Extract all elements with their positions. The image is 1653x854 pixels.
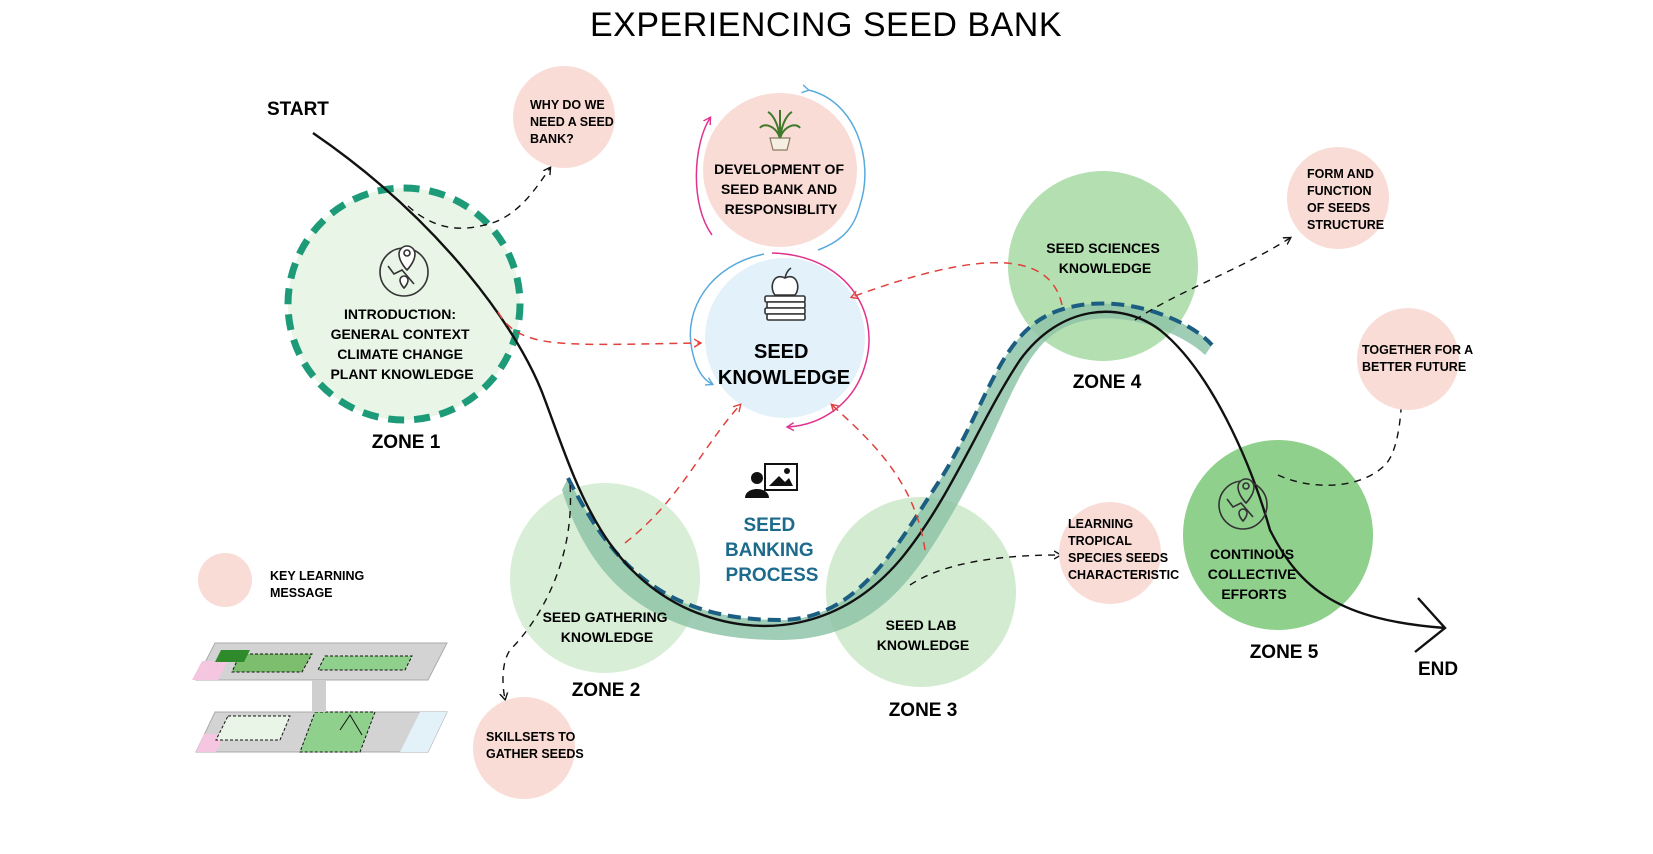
zone4-label: ZONE 4	[1073, 372, 1142, 393]
cycle-arrow-blue-upper	[808, 90, 866, 251]
end-arrowhead	[1414, 597, 1447, 653]
cycle-arrow-magenta-upper	[695, 118, 713, 236]
process-band-edge	[566, 301, 1214, 623]
location-map-icon	[379, 245, 429, 297]
arrow-to-why	[407, 168, 550, 229]
zone3-circle	[826, 497, 1016, 687]
zone4-description: SEED SCIENCES KNOWLEDGE	[1046, 240, 1163, 276]
zone1-label: ZONE 1	[372, 432, 441, 453]
development-circle	[703, 93, 857, 247]
message-circle-form	[1287, 147, 1389, 249]
zone2-description: SEED GATHERING KNOWLEDGE	[543, 609, 672, 645]
zone5-circle	[1183, 440, 1373, 630]
development-label: DEVELOPMENT OF SEED BANK AND RESPONSIBLI…	[714, 161, 848, 217]
diagram-title: EXPERIENCING SEED BANK	[590, 6, 1062, 44]
cycle-arrow-magenta-lower	[771, 252, 870, 427]
seed-banking-process-label: SEED BANKING PROCESS	[725, 515, 819, 586]
arrow-to-form	[1134, 238, 1290, 321]
zone1-circle	[284, 184, 524, 424]
message-circle-skillsets	[473, 697, 575, 799]
plant-pot-icon	[759, 110, 801, 151]
message-form: FORM AND FUNCTION OF SEEDS STRUCTURE	[1307, 167, 1384, 232]
red-arrow-zone4	[852, 261, 1063, 306]
zone5-description: CONTINOUS COLLECTIVE EFFORTS	[1208, 546, 1301, 602]
start-label: START	[267, 99, 329, 120]
message-circle-why	[513, 66, 615, 168]
zone3-description: SEED LAB KNOWLEDGE	[877, 617, 970, 653]
zone3-label: ZONE 3	[889, 700, 958, 721]
message-skillsets: SKILLSETS TO GATHER SEEDS	[486, 730, 584, 761]
seed-knowledge-label: SEED KNOWLEDGE	[718, 341, 850, 389]
location-map-icon	[1218, 478, 1268, 530]
zone1-description: INTRODUCTION: GENERAL CONTEXT CLIMATE CH…	[330, 306, 473, 382]
zone2-label: ZONE 2	[572, 680, 641, 701]
presentation-icon	[745, 463, 798, 498]
arrow-to-learning	[909, 555, 1060, 586]
message-why: WHY DO WE NEED A SEED BANK?	[530, 98, 617, 146]
end-label: END	[1418, 659, 1458, 680]
zone5-label: ZONE 5	[1250, 642, 1319, 663]
legend-label: KEY LEARNING MESSAGE	[270, 569, 368, 600]
arrow-to-skillsets	[503, 484, 572, 699]
cycle-arrow-blue-lower	[689, 253, 765, 384]
zone2-circle	[510, 483, 700, 673]
seed-knowledge-circle	[705, 258, 865, 418]
legend-swatch	[198, 553, 252, 607]
message-learning: LEARNING TROPICAL SPECIES SEEDS CHARACTE…	[1068, 517, 1179, 582]
floor-plan-sketch	[192, 642, 448, 753]
apple-books-icon	[764, 267, 806, 321]
message-together: TOGETHER FOR A BETTER FUTURE	[1362, 343, 1476, 374]
red-arrow-zone3	[832, 405, 926, 551]
red-arrow-zone2	[624, 405, 740, 544]
message-circle-together	[1357, 308, 1459, 410]
message-circle-learning	[1059, 502, 1161, 604]
red-arrow-zone1	[497, 311, 700, 344]
